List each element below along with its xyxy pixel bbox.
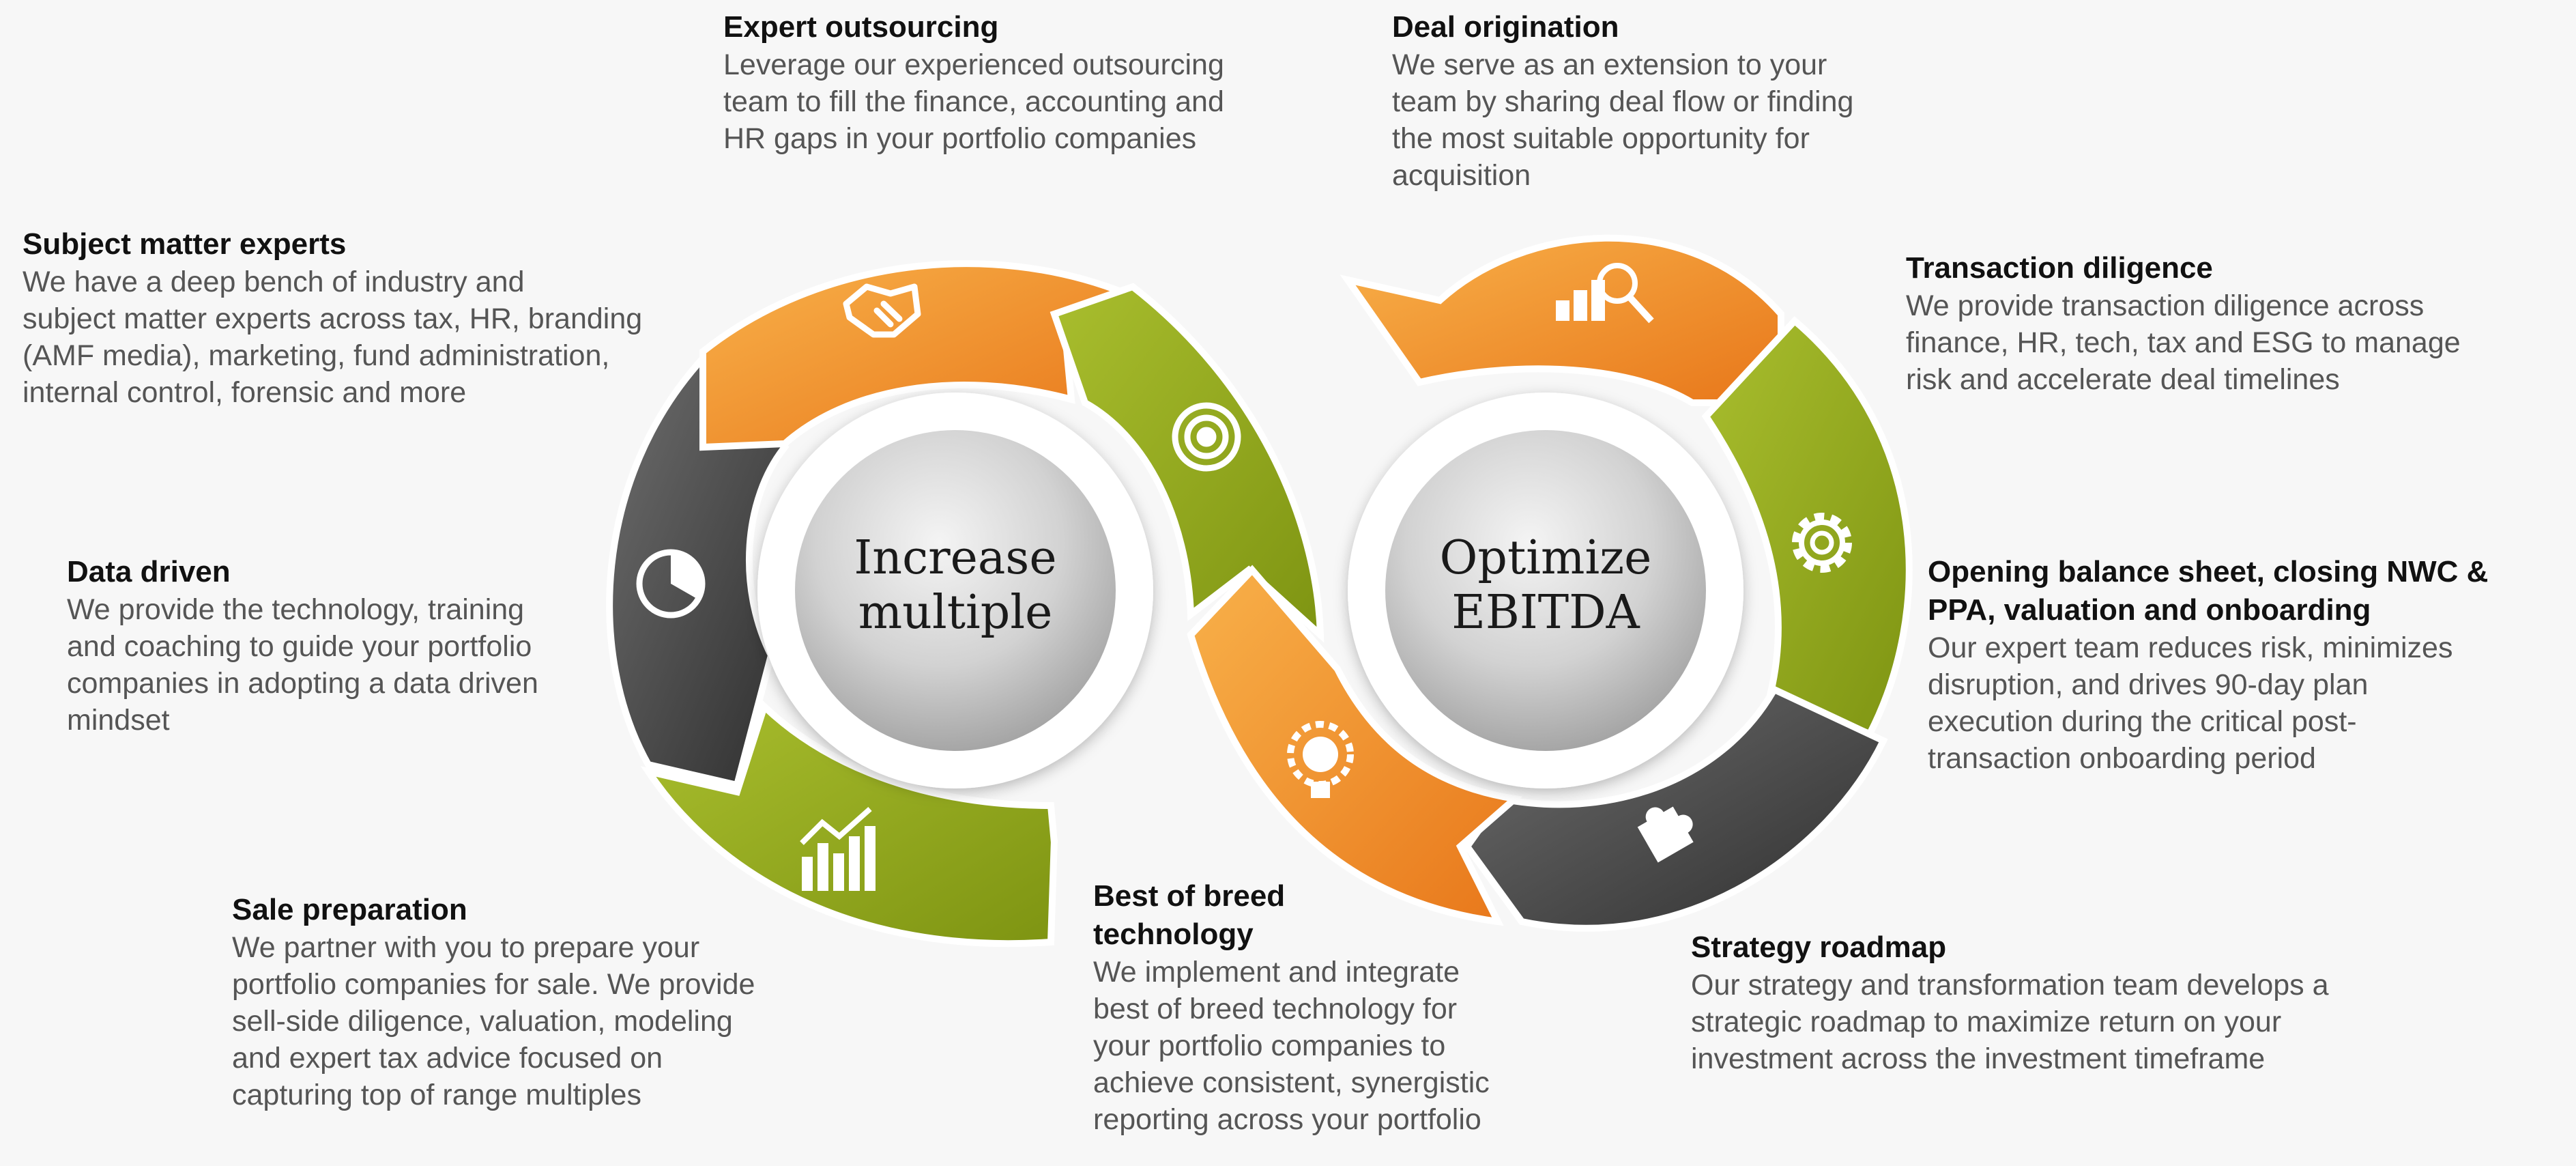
left-hub-label-line2: multiple — [858, 586, 1053, 640]
block-description-line: companies in adopting a data driven — [67, 667, 538, 700]
block-description: We provide transaction diligence across f… — [1906, 287, 2461, 398]
block-description: We provide the technology, training and c… — [67, 591, 538, 739]
block-description-line: and coaching to guide your portfolio — [67, 630, 532, 663]
block-title: Subject matter experts — [23, 225, 642, 264]
block-description-line: Leverage our experienced outsourcing — [723, 48, 1224, 81]
block-description-line: acquisition — [1392, 159, 1531, 192]
block-title: Sale preparation — [232, 891, 755, 929]
block-description-line: Our strategy and transformation team dev… — [1691, 969, 2329, 1001]
block-title: Transaction diligence — [1906, 249, 2461, 287]
block-description-line: We have a deep bench of industry and — [23, 266, 525, 298]
block-description-line: best of breed technology for — [1093, 993, 1458, 1025]
block-description: We implement and integrate best of breed … — [1093, 954, 1490, 1138]
block-title-line: Deal origination — [1392, 10, 1619, 44]
block-description-line: We implement and integrate — [1093, 956, 1460, 989]
block-description-line: your portfolio companies to — [1093, 1029, 1446, 1062]
right-segment-orange-bottom — [1187, 565, 1523, 926]
block-description-line: internal control, forensic and more — [23, 376, 467, 409]
block-description-line: disruption, and drives 90-day plan — [1928, 668, 2369, 701]
block-description: We serve as an extension to your team by … — [1392, 46, 1853, 194]
block-description-line: investment across the investment timefra… — [1691, 1042, 2266, 1075]
block-description: We have a deep bench of industry and subj… — [23, 264, 642, 411]
block-description-line: portfolio companies for sale. We provide — [232, 968, 755, 1001]
block-description-line: achieve consistent, synergistic — [1093, 1066, 1490, 1099]
block-description-line: reporting across your portfolio — [1093, 1103, 1481, 1136]
block-description-line: sell-side diligence, valuation, modeling — [232, 1005, 733, 1038]
block-description-line: We serve as an extension to your — [1392, 48, 1827, 81]
block-description-line: HR gaps in your portfolio companies — [723, 122, 1197, 155]
left-hub-sphere — [795, 430, 1116, 751]
block-description-line: We partner with you to prepare your — [232, 931, 700, 964]
block-title-line: Expert outsourcing — [723, 10, 999, 44]
block-opening-balance-sheet: Opening balance sheet, closing NWC & PPA,… — [1928, 553, 2488, 777]
block-title: Best of breed technology — [1093, 877, 1490, 954]
block-title-line: PPA, valuation and onboarding — [1928, 593, 2371, 627]
block-title-line: technology — [1093, 918, 1254, 951]
block-description-line: Our expert team reduces risk, minimizes — [1928, 631, 2453, 664]
magnifier-chart-icon — [1556, 263, 1654, 324]
right-segment-green — [1701, 316, 1913, 745]
block-description-line: strategic roadmap to maximize return on … — [1691, 1006, 2282, 1038]
block-description-line: subject matter experts across tax, HR, b… — [23, 302, 643, 335]
block-title-line: Subject matter experts — [23, 227, 347, 261]
block-description: Leverage our experienced outsourcing team… — [723, 46, 1224, 157]
right-loop: Optimize EBITDA — [1187, 234, 1913, 932]
left-hub-label-line1: Increase — [854, 531, 1056, 585]
block-title: Deal origination — [1392, 8, 1853, 46]
block-title: Strategy roadmap — [1691, 928, 2329, 967]
right-hub-label-line1: Optimize — [1440, 531, 1652, 585]
block-title: Data driven — [67, 553, 538, 591]
block-description: Our strategy and transformation team dev… — [1691, 967, 2329, 1077]
block-description-line: the most suitable opportunity for — [1392, 122, 1810, 155]
block-description-line: risk and accelerate deal timelines — [1906, 363, 2340, 396]
right-hub-label-line2: EBITDA — [1451, 586, 1640, 640]
right-hub-sphere — [1385, 430, 1706, 751]
block-title-line: Strategy roadmap — [1691, 930, 1947, 964]
block-description-line: mindset — [67, 704, 170, 737]
target-icon — [1172, 402, 1241, 472]
block-title-line: Sale preparation — [232, 893, 467, 926]
handshake-icon — [843, 283, 921, 338]
block-description: Our expert team reduces risk, minimizes d… — [1928, 629, 2488, 777]
block-description-line: (AMF media), marketing, fund administrat… — [23, 339, 610, 372]
right-segment-dark — [1462, 685, 1888, 932]
gear-icon — [1792, 513, 1852, 573]
block-description-line: finance, HR, tech, tax and ESG to manage — [1906, 326, 2461, 359]
block-description-line: execution during the critical post- — [1928, 705, 2357, 738]
pie-chart-icon — [636, 549, 706, 618]
block-description-line: transaction onboarding period — [1928, 742, 2316, 775]
puzzle-icon — [1637, 806, 1694, 863]
block-description-line: and expert tax advice focused on — [232, 1042, 663, 1075]
block-description-line: We provide the technology, training — [67, 593, 525, 626]
bar-chart-icon — [800, 807, 875, 891]
block-title-line: Opening balance sheet, closing NWC & — [1928, 555, 2489, 588]
left-loop: Increase multiple — [606, 260, 1325, 948]
block-description-line: team by sharing deal flow or finding — [1392, 85, 1854, 118]
block-description-line: team to fill the finance, accounting and — [723, 85, 1224, 118]
block-description: We partner with you to prepare your portf… — [232, 929, 755, 1113]
block-title: Expert outsourcing — [723, 8, 1224, 46]
block-description-line: We provide transaction diligence across — [1906, 289, 2425, 322]
block-description-line: capturing top of range multiples — [232, 1079, 641, 1111]
block-title-line: Transaction diligence — [1906, 251, 2213, 285]
block-title-line: Data driven — [67, 555, 231, 588]
lightbulb-gear-icon — [1287, 721, 1354, 798]
block-title: Opening balance sheet, closing NWC & PPA,… — [1928, 553, 2488, 629]
block-title-line: Best of breed — [1093, 879, 1286, 913]
